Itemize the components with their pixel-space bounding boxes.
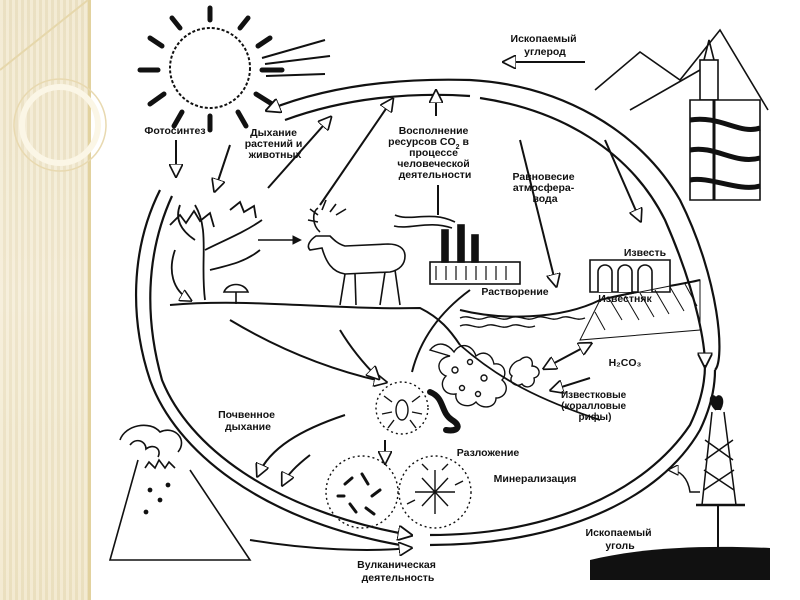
deer-icon [258, 199, 406, 306]
label-volcanic: Вулканическая деятельность [357, 559, 439, 584]
volcanic-arrow [249, 539, 410, 550]
volcano-icon [108, 424, 252, 561]
label-lime: Известь [624, 247, 667, 259]
label-dissolution: Растворение [481, 286, 548, 298]
label-reefs: Известковые (коралловые рифы) [561, 390, 629, 423]
decomposition-arrows [229, 289, 471, 462]
label-decomposition: Разложение [457, 447, 520, 459]
label-fossil-carbon: Ископаемый углерод [511, 33, 580, 58]
label-photosynthesis: Фотосинтез [144, 125, 205, 137]
tree-icon [169, 200, 263, 300]
decorative-side-band [0, 0, 88, 600]
respiration-arrows [267, 92, 438, 215]
worm-icon [427, 389, 461, 434]
main-cycle-arrows [134, 78, 721, 547]
coal-seam [590, 546, 770, 580]
decorative-side-line [88, 0, 91, 600]
label-h2co3: H₂CO₃ [609, 357, 642, 369]
factory-icon [393, 214, 521, 285]
coral-icon [428, 343, 601, 421]
label-co2-replenishment: Восполнение ресурсов CO2 в процессе чело… [388, 125, 472, 181]
insect-icon [375, 381, 429, 435]
oil-rig-icon [670, 395, 745, 560]
soil-respiration-arrows [258, 414, 346, 484]
bacteria-icon [325, 455, 472, 529]
label-limestone: Известняк [598, 293, 652, 305]
fossil-carbon-arrows [505, 62, 640, 285]
fungus-icon [222, 283, 250, 304]
sun-icon [137, 5, 331, 133]
label-fossil-coal: Ископаемый уголь [586, 527, 655, 552]
decorative-ring [0, 0, 107, 172]
labels: Ископаемый углерод Фотосинтез Дыхание ра… [144, 33, 666, 584]
photosynthesis-arrow [176, 140, 231, 190]
label-respiration: Дыхание растений и животных [245, 127, 306, 161]
limestone-layer [579, 279, 701, 341]
h2co3-arrows [545, 344, 590, 390]
temple-icon [589, 259, 671, 293]
label-mineralization: Минерализация [494, 473, 577, 485]
label-equilibrium: Равновесие атмосфера- вода [513, 171, 578, 205]
label-soil-respiration: Почвенное дыхание [218, 409, 278, 433]
mine-icon [594, 28, 769, 201]
